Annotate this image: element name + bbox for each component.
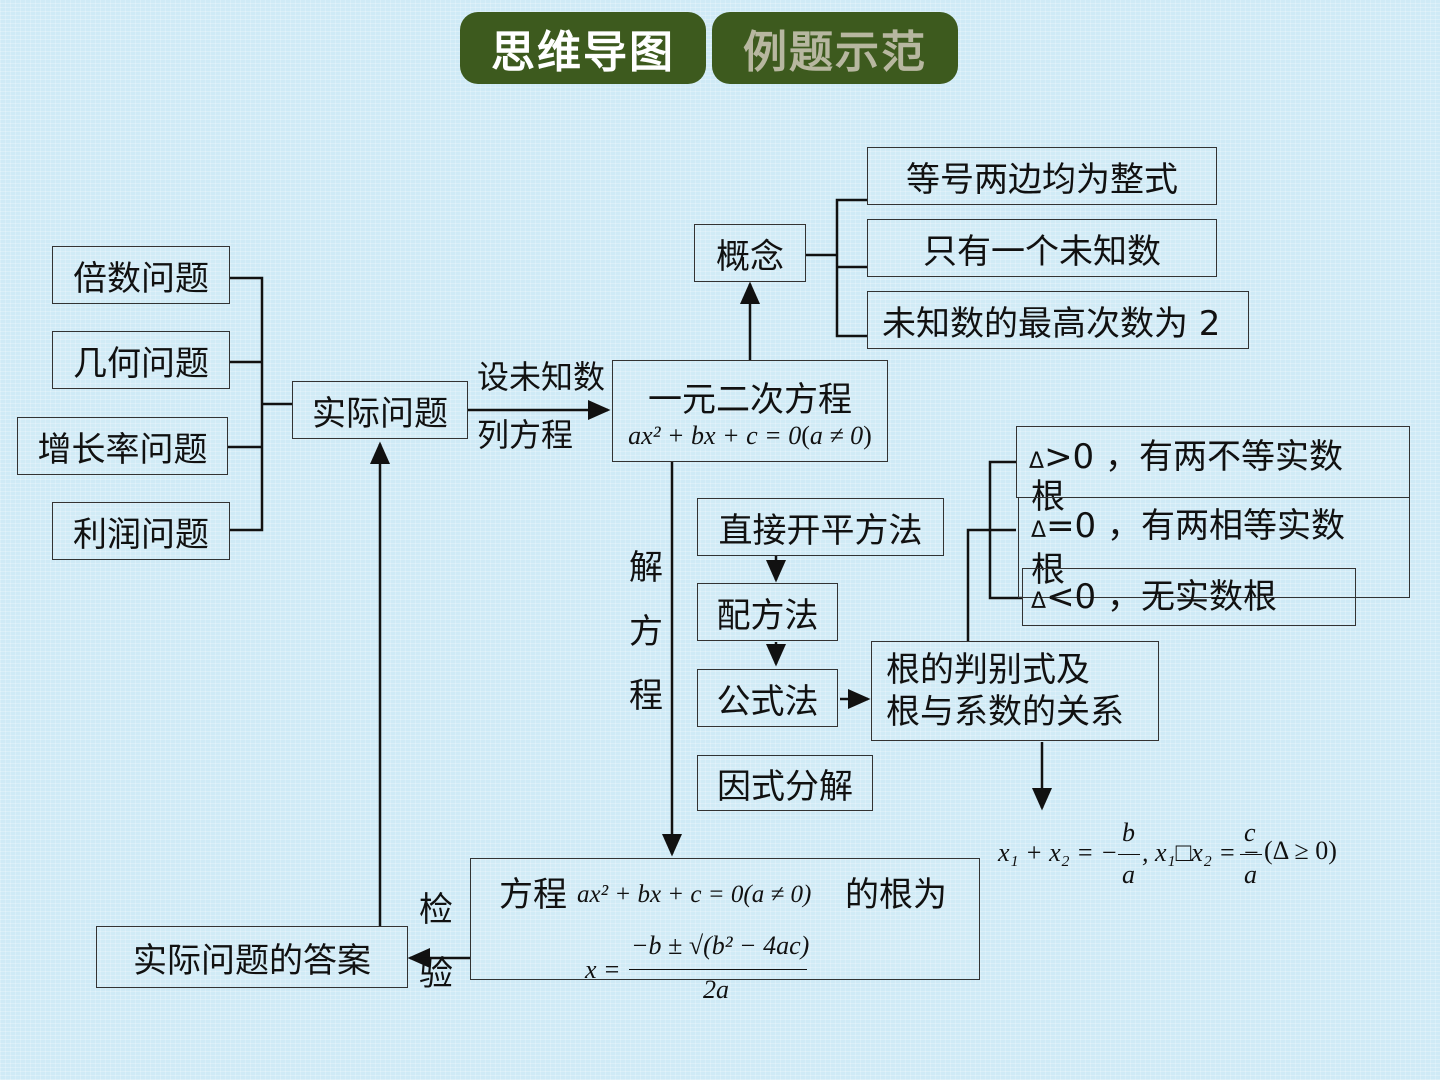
solve-char-1: 解 (629, 548, 663, 588)
vieta-prod: , x₁□x₂ = − (1142, 838, 1260, 867)
vieta-prod-den: a (1244, 860, 1257, 889)
root-denominator: 2a (703, 975, 729, 1004)
root-mid-formula: ax² + bx + c = 0(a ≠ 0) (577, 881, 812, 908)
problem-multiple: 倍数问题 (52, 246, 230, 304)
practical-answer: 实际问题的答案 (96, 926, 408, 988)
solve-char-2: 方 (629, 612, 663, 652)
discriminant-relation-box: 根的判别式及 根与系数的关系 (871, 641, 1159, 741)
concept-item-3: 未知数的最高次数为 2 (867, 291, 1249, 349)
concept: 概念 (694, 224, 806, 282)
tab-mind-map[interactable]: 思维导图 (460, 12, 706, 84)
problem-growth-rate: 增长率问题 (17, 417, 228, 475)
discriminant-case-3-text: <0 ，无实数根 (1046, 577, 1277, 617)
delta-symbol: Δ (1031, 589, 1047, 614)
check-char-1: 检 (419, 890, 453, 930)
root-numerator: −b ± √(b² − 4ac) (631, 931, 810, 960)
discriminant-case-2: Δ=0 ，有两相等实数 根 (1018, 497, 1410, 598)
quadratic-formula: ax² + bx + c = 0(a ≠ 0) (628, 420, 872, 450)
problem-geometry: 几何问题 (52, 331, 230, 389)
discriminant-relation-line-1: 根的判别式及 (886, 650, 1090, 690)
problem-profit: 利润问题 (52, 502, 230, 560)
solve-label: 解 方 程 (626, 536, 666, 728)
quadratic-equation-title: 一元二次方程 (648, 379, 852, 420)
edge-label-form-equation: 列方程 (477, 416, 574, 454)
concept-item-2: 只有一个未知数 (867, 219, 1217, 277)
discriminant-case-2-tail: 根 (1031, 550, 1065, 590)
method-square-root: 直接开平方法 (697, 498, 944, 556)
method-factoring: 因式分解 (697, 755, 873, 811)
root-suffix: 的根为 (845, 875, 947, 915)
discriminant-case-1: Δ>0 ，有两不等实数 根 (1016, 426, 1410, 515)
discriminant-case-2-text: =0 ，有两相等实数 (1046, 506, 1345, 546)
vieta-condition: (Δ ≥ 0) (1264, 836, 1337, 865)
root-formula-box: 方程 ax² + bx + c = 0(a ≠ 0) 的根为 x = −b ± … (470, 858, 980, 1004)
solve-char-3: 程 (629, 676, 663, 716)
check-char-2: 验 (419, 954, 453, 994)
vieta-sum: x₁ + x₂ = − (998, 838, 1118, 867)
method-completing-square: 配方法 (697, 583, 838, 641)
check-label: 检 验 (416, 878, 456, 1006)
discriminant-relation-line-2: 根与系数的关系 (886, 692, 1124, 732)
practical-problem: 实际问题 (292, 381, 468, 439)
delta-symbol: Δ (1029, 449, 1045, 474)
quadratic-formula-lhs: ax² + bx + c = 0 (628, 420, 802, 450)
concept-item-1: 等号两边均为整式 (867, 147, 1217, 205)
delta-symbol: Δ (1031, 518, 1047, 543)
vieta-prod-num: c (1244, 818, 1256, 847)
tab-example[interactable]: 例题示范 (712, 12, 958, 84)
quadratic-equation: 一元二次方程 ax² + bx + c = 0(a ≠ 0) (612, 360, 888, 462)
quadratic-formula-cond: a ≠ 0 (809, 420, 864, 450)
vieta-sum-den: a (1122, 860, 1135, 889)
discriminant-case-1-text: >0 ，有两不等实数 (1044, 437, 1343, 477)
root-lhs: x = (585, 955, 621, 984)
method-formula: 公式法 (697, 669, 838, 727)
vieta-sum-num: b (1122, 818, 1135, 847)
discriminant-case-3: Δ<0 ，无实数根 (1022, 568, 1356, 626)
root-prefix: 方程 (499, 875, 567, 915)
edge-label-set-unknown: 设未知数 (477, 358, 606, 396)
